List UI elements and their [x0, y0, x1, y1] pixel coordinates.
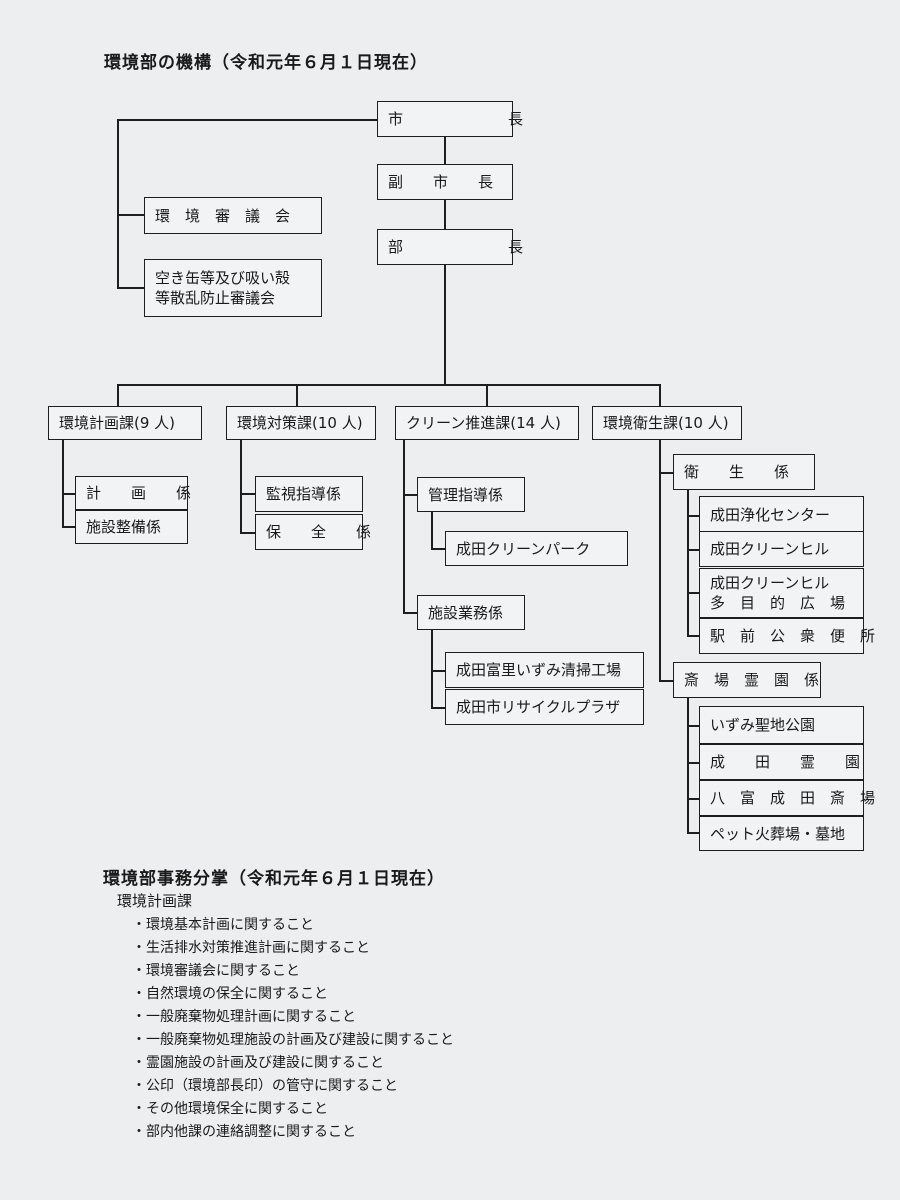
box-line: 空き缶等及び吸い殻 — [155, 269, 291, 287]
connector — [403, 494, 417, 496]
connector — [659, 680, 673, 682]
connector — [687, 549, 699, 551]
connector — [687, 490, 689, 636]
box-line: 等散乱防止審議会 — [155, 289, 276, 307]
duties-title: 環境部事務分掌（令和元年６月１日現在） — [103, 869, 445, 889]
box-planning-division: 環境計画課(9 人) — [48, 406, 202, 440]
box-narita-cemetery: 成 田 霊 園 — [699, 744, 864, 780]
connector — [117, 384, 659, 386]
list-item: ・公印（環境部長印）の管守に関すること — [132, 1078, 398, 1094]
connector — [117, 384, 119, 406]
box-clean-park: 成田クリーンパーク — [445, 531, 628, 566]
list-item: ・環境審議会に関すること — [132, 963, 300, 979]
connector — [117, 214, 144, 216]
connector — [431, 630, 433, 708]
box-hygiene-section: 衛 生 係 — [673, 454, 815, 490]
box-mayor: 市 長 — [377, 101, 523, 137]
org-chart-title: 環境部の機構（令和元年６月１日現在） — [104, 53, 428, 73]
box-line: 多 目 的 広 場 — [710, 594, 846, 612]
list-item: ・一般廃棄物処理施設の計画及び建設に関すること — [132, 1032, 454, 1048]
connector — [687, 762, 699, 764]
list-item: ・部内他課の連絡調整に関すること — [132, 1124, 356, 1140]
box-monitoring-section: 監視指導係 — [255, 476, 363, 512]
box-facility-operations-section: 施設業務係 — [417, 595, 525, 630]
box-station-public-toilet: 駅 前 公 衆 便 所 — [699, 618, 875, 654]
box-conservation-section: 保 全 係 — [255, 514, 371, 550]
box-vice-mayor: 副 市 長 — [377, 164, 513, 200]
connector — [431, 512, 433, 549]
duties-section-heading: 環境計画課 — [117, 892, 193, 910]
connector — [62, 526, 75, 528]
box-pet-crematorium-cemetery: ペット火葬場・墓地 — [699, 816, 864, 851]
box-clean-hill-multipurpose-plaza: 成田クリーンヒル 多 目 的 広 場 — [699, 568, 864, 618]
duties-list: ・環境基本計画に関すること ・生活排水対策推進計画に関すること ・環境審議会に関… — [132, 914, 454, 1144]
box-yatomi-narita-crematorium: 八 富 成 田 斎 場 — [699, 780, 875, 816]
connector — [431, 670, 445, 672]
box-measures-division: 環境対策課(10 人) — [226, 406, 376, 440]
box-recycle-plaza: 成田市リサイクルプラザ — [445, 689, 644, 725]
connector — [659, 440, 661, 681]
box-crematorium-cemetery-section: 斎 場 霊 園 係 — [673, 662, 821, 698]
list-item: ・環境基本計画に関すること — [132, 917, 314, 933]
connector — [486, 384, 488, 406]
list-item: ・自然環境の保全に関すること — [132, 986, 328, 1002]
connector — [659, 472, 673, 474]
connector — [431, 707, 445, 709]
connector — [687, 635, 699, 637]
box-planning-section: 計 画 係 — [75, 476, 191, 510]
list-item: ・生活排水対策推進計画に関すること — [132, 940, 370, 956]
connector — [687, 698, 689, 833]
box-environmental-council: 環 境 審 議 会 — [144, 197, 322, 234]
connector — [403, 612, 417, 614]
list-item: ・その他環境保全に関すること — [132, 1101, 328, 1117]
connector — [403, 440, 405, 613]
box-purification-center: 成田浄化センター — [699, 496, 864, 534]
connector — [240, 440, 242, 532]
box-izumi-memorial-park: いずみ聖地公園 — [699, 706, 864, 744]
connector — [62, 440, 64, 526]
connector — [687, 798, 699, 800]
box-litter-prevention-council: 空き缶等及び吸い殻 等散乱防止審議会 — [144, 259, 322, 317]
connector — [659, 384, 661, 406]
connector — [240, 493, 255, 495]
connector — [62, 493, 75, 495]
box-facility-maintenance-section: 施設整備係 — [75, 510, 188, 544]
box-izumi-cleaning-plant: 成田富里いずみ清掃工場 — [445, 652, 644, 688]
box-management-section: 管理指導係 — [417, 477, 525, 512]
connector — [296, 384, 298, 406]
box-clean-promotion-division: クリーン推進課(14 人) — [395, 406, 579, 440]
connector — [687, 592, 699, 594]
connector — [431, 548, 445, 550]
list-item: ・霊園施設の計画及び建設に関すること — [132, 1055, 384, 1071]
connector — [240, 532, 255, 534]
connector — [117, 287, 144, 289]
connector — [687, 832, 699, 834]
connector — [687, 515, 699, 517]
box-director: 部 長 — [377, 229, 523, 265]
connector — [117, 119, 119, 287]
list-item: ・一般廃棄物処理計画に関すること — [132, 1009, 356, 1025]
connector — [687, 725, 699, 727]
box-line: 成田クリーンヒル — [710, 574, 830, 592]
box-sanitation-division: 環境衛生課(10 人) — [592, 406, 742, 440]
box-clean-hill: 成田クリーンヒル — [699, 531, 864, 567]
connector — [117, 119, 377, 121]
